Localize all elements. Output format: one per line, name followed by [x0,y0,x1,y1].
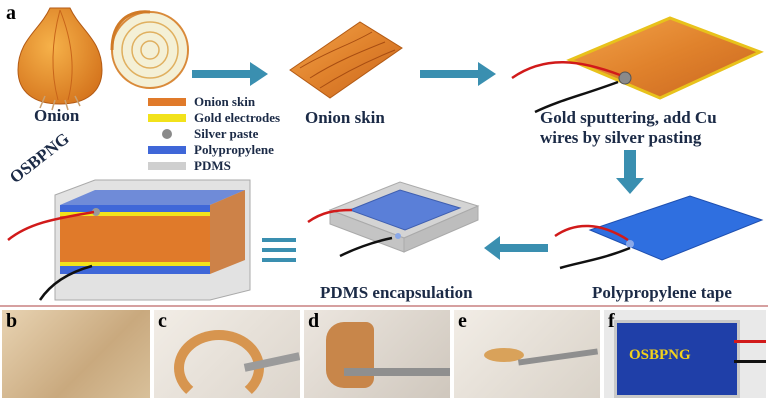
device-photo-label: OSBPNG [629,347,691,363]
legend-label: Polypropylene [194,142,274,157]
flow-arrow-1 [192,62,268,86]
legend-item: Gold electrodes [148,110,280,126]
equals-sign [262,238,296,262]
photo-c-folded-skin: c [154,310,300,398]
photo-b-onion-skin: b [2,310,150,398]
photo-e-small-skin: e [454,310,600,398]
photo-d-rolled-skin: d [304,310,450,398]
photo-f-osbpng-device: f OSBPNG [604,310,766,398]
tweezers-shape [517,348,599,366]
label-silver-pasting: wires by silver pasting [540,128,702,147]
gold-sputtered-sheet [511,16,764,114]
onion-illustration [17,7,189,111]
panel-letter-a: a [6,2,16,24]
legend: Onion skin Gold electrodes Silver paste … [148,94,280,174]
label-onion: Onion [34,106,80,125]
label-pdms-encapsulation: PDMS encapsulation [320,283,473,302]
swatch-onion-skin [148,98,186,106]
panel-letter-e: e [458,310,467,332]
device-photo-body: OSBPNG [614,320,740,398]
label-polypropylene-tape: Polypropylene tape [592,283,732,302]
pdms-encapsulated-sheet [307,181,480,258]
legend-label: PDMS [194,158,231,173]
label-onion-skin: Onion skin [305,108,385,127]
legend-label: Gold electrodes [194,110,281,125]
flow-arrow-4 [484,236,548,260]
flow-arrow-2 [420,62,496,86]
osbpng-layered-device [7,179,251,301]
legend-item: PDMS [148,158,280,174]
red-wire [734,340,766,343]
swatch-gold-electrodes [148,114,186,122]
legend-item: Onion skin [148,94,280,110]
panel-letter-d: d [308,310,320,332]
legend-label: Onion skin [194,94,256,109]
flow-arrow-3 [616,150,644,194]
panel-letter-f: f [608,310,615,332]
panel-letter-b: b [6,310,18,332]
polypropylene-sheet [554,195,764,270]
label-gold-sputtering: Gold sputtering, add Cu [540,108,717,127]
swatch-pdms [148,162,186,170]
tweezers-shape [344,368,450,376]
onion-skin-sheet [289,21,403,99]
rolled-skin-shape [326,322,374,388]
swatch-silver-paste [148,129,186,139]
legend-label: Silver paste [194,126,259,141]
black-wire [734,360,766,363]
panel-letter-c: c [158,310,167,332]
legend-item: Polypropylene [148,142,280,158]
swatch-polypropylene [148,146,186,154]
small-skin-shape [484,348,524,362]
legend-item: Silver paste [148,126,280,142]
